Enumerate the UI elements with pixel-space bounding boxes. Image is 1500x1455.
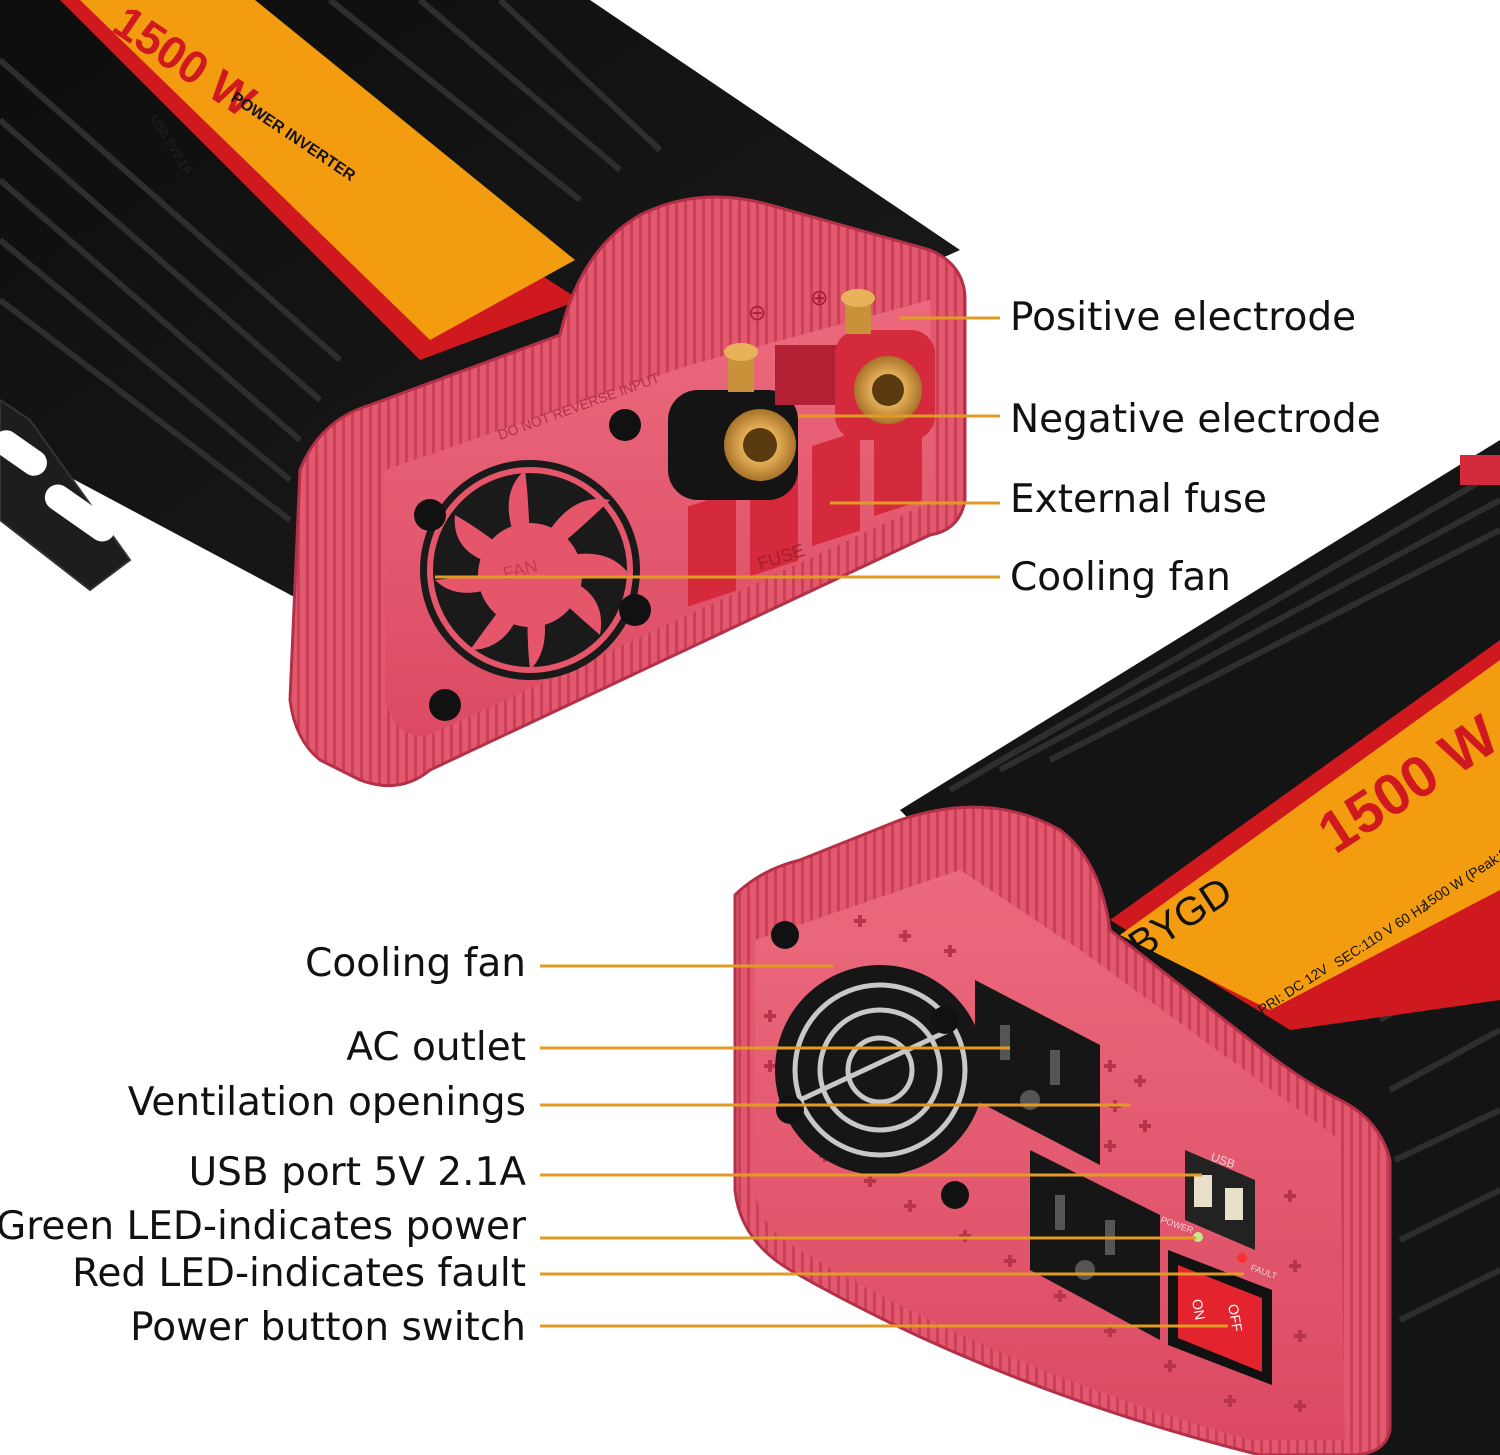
bottom-cooling-fan (775, 965, 985, 1175)
callout-external-fuse: External fuse (1010, 477, 1267, 522)
minus-symbol: ⊖ (748, 301, 766, 326)
callout-cooling-fan-top: Cooling fan (1010, 555, 1231, 600)
leader-lines (435, 316, 1244, 1328)
usb-ports: USB (1185, 1150, 1255, 1250)
positive-terminal: ⊕ (775, 286, 935, 440)
bottom-label-orange (1120, 660, 1500, 1010)
negative-terminal: ⊖ (668, 301, 798, 500)
callout-positive-electrode: Positive electrode (1010, 295, 1357, 340)
top-label-orange (80, 0, 575, 340)
bottom-inverter: BYGD 1500 W PRI: DC 12V SEC:110 V 60 Hz … (733, 440, 1500, 1455)
callout-green-led: Green LED-indicates power (0, 1204, 526, 1249)
callout-negative-electrode: Negative electrode (1010, 397, 1381, 442)
callout-usb-port: USB port 5V 2.1A (188, 1150, 526, 1195)
top-inverter: 1500 W POWER INVERTER USB:5V2.1A DO NOT … (0, 0, 967, 788)
top-cooling-fan: FAN (420, 460, 640, 680)
top-inverter-fins (0, 0, 663, 523)
callout-red-led: Red LED-indicates fault (72, 1251, 526, 1296)
callout-ac-outlet: AC outlet (346, 1025, 526, 1070)
plus-symbol: ⊕ (810, 286, 828, 311)
bottom-fan-screws (771, 921, 969, 1209)
switch-on-label: ON (1189, 1298, 1208, 1321)
callout-ventilation-openings: Ventilation openings (127, 1080, 526, 1125)
callout-cooling-fan-bottom: Cooling fan (305, 941, 526, 986)
switch-off-label: OFF (1225, 1303, 1246, 1333)
top-cap-screws (414, 409, 651, 721)
power-switch: ON OFF (1168, 1250, 1272, 1385)
red-led (1237, 1253, 1247, 1263)
callout-power-button-switch: Power button switch (130, 1305, 526, 1350)
